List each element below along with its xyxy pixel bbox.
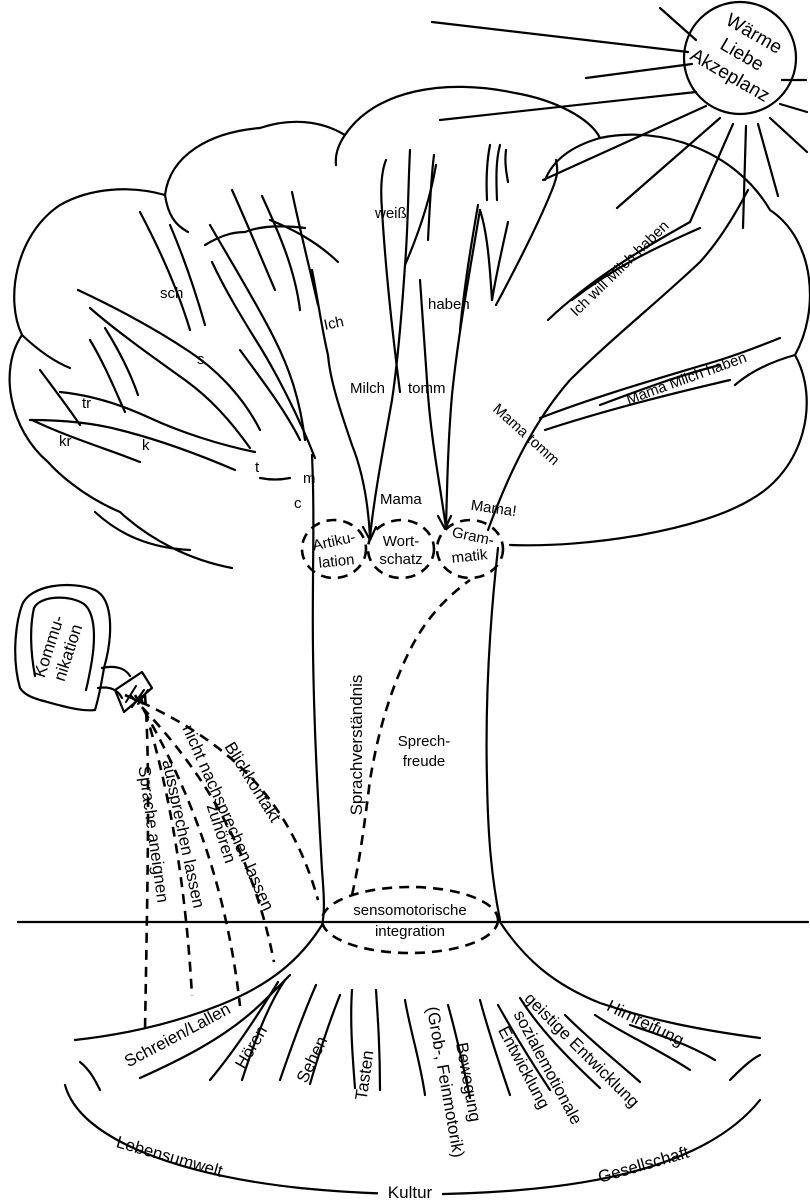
- root-system: [75, 922, 760, 1098]
- sound-kr: kr: [59, 433, 72, 450]
- grammar-line-2: matik: [451, 546, 489, 567]
- sentence-mama-tomm: Mama tomm: [489, 400, 562, 468]
- trunk-understanding: Sprachverständnis: [347, 675, 366, 816]
- ground-center: Kultur: [388, 1183, 433, 1202]
- trunk-joy-line-2: freude: [403, 753, 446, 770]
- sound-m: m: [303, 470, 316, 487]
- word-mama: Mama: [380, 491, 422, 508]
- word-haben: haben: [428, 296, 470, 313]
- trunk-base-line-2: integration: [375, 923, 445, 940]
- vocabulary-line-2: schatz: [379, 551, 422, 568]
- watering-can: [15, 585, 152, 712]
- vocabulary-line-1: Wort-: [383, 533, 419, 550]
- root-tasten: Tasten: [352, 1049, 378, 1101]
- watering-can-text: Kommu- nikation: [30, 613, 87, 686]
- word-ich: Ich: [322, 313, 345, 334]
- sentence-ich-will-milch: Ich will Milch haben: [567, 217, 672, 320]
- sound-k: k: [142, 437, 150, 454]
- sentence-mama-ex: Mama!: [470, 497, 518, 520]
- sound-sch: sch: [160, 285, 183, 302]
- sentence-mama-milch: Mama Milch haben: [624, 349, 749, 408]
- sound-tr: tr: [82, 395, 91, 412]
- word-milch: Milch: [350, 380, 385, 397]
- word-tomm: tomm: [408, 380, 446, 397]
- ground-left: Lebensumwelt: [114, 1132, 225, 1181]
- sound-c: c: [294, 495, 302, 512]
- ground-right: Gesellschaft: [596, 1143, 691, 1187]
- articulation-line-2: lation: [318, 551, 355, 572]
- sound-s: s: [197, 351, 205, 368]
- trunk-joy-line-1: Sprech-: [398, 733, 451, 750]
- circle-sensomotoric: [322, 887, 498, 953]
- trunk-right-edge: [487, 548, 500, 920]
- word-weiss: weiß: [374, 205, 407, 222]
- sound-t: t: [255, 459, 260, 476]
- trunk-base-line-1: sensomotorische: [353, 902, 466, 919]
- circle-labels: Artiku- lation Wort- schatz Gram- matik: [311, 524, 495, 572]
- ground-labels: Lebensumwelt Kultur Gesellschaft: [114, 1132, 691, 1202]
- tree-branches: [30, 145, 780, 537]
- root-hoeren: Hören: [231, 1022, 271, 1072]
- trunk-labels: Sprachverständnis Sprech- freude sensomo…: [347, 675, 467, 940]
- ground-arc: [65, 1085, 760, 1194]
- root-sehen: Sehen: [293, 1033, 332, 1086]
- root-labels: Schreien/Lallen Hören Sehen Tasten Beweg…: [121, 989, 687, 1159]
